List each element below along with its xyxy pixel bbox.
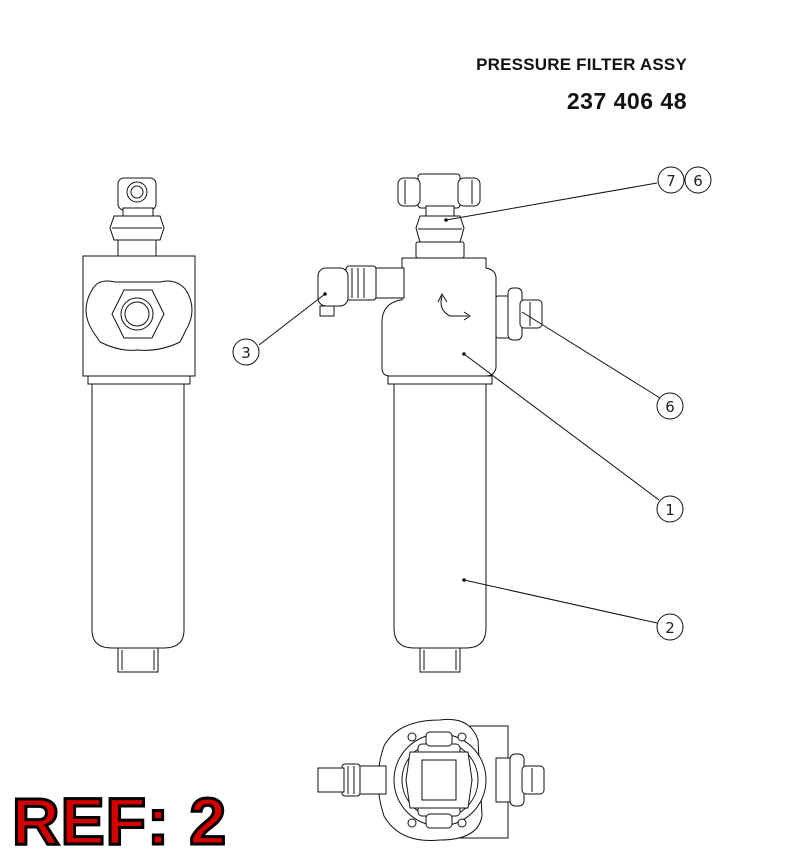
callout-6-top: 6 [684,166,712,194]
ref-label: REF: 2 [10,784,228,858]
part-number: 237 406 48 [566,88,687,114]
callout-2: 2 [656,613,684,641]
callout-1: 1 [656,495,684,523]
leader-lines [258,182,661,624]
svg-text:3: 3 [241,344,251,362]
callout-6: 6 [656,392,684,420]
callout-7: 7 [657,166,685,194]
svg-text:1: 1 [665,501,675,519]
svg-text:2: 2 [665,619,675,637]
filter-top-view [317,718,545,841]
svg-text:6: 6 [665,398,675,416]
filter-front-view [82,177,196,673]
filter-side-view [317,173,543,673]
svg-text:6: 6 [693,172,703,190]
svg-text:7: 7 [666,172,676,190]
drawing-title: PRESSURE FILTER ASSY [476,55,687,74]
callout-3: 3 [232,338,260,366]
